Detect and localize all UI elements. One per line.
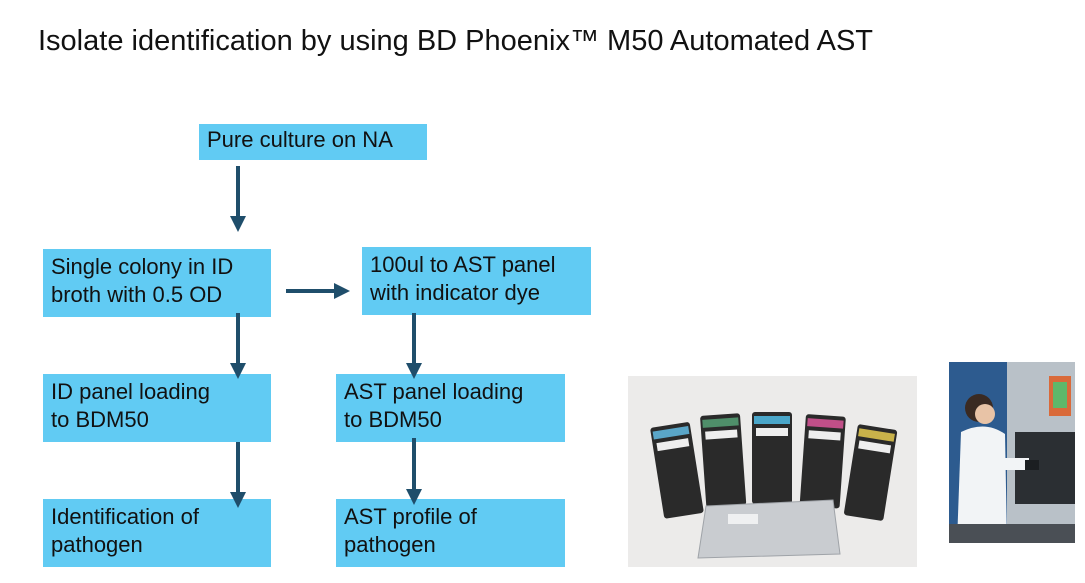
step-id-panel-loading: ID panel loading to BDM50	[43, 374, 271, 442]
step-ast-panel-dye: 100ul to AST panel with indicator dye	[362, 247, 591, 315]
step-ast-panel-loading: AST panel loading to BDM50	[336, 374, 565, 442]
step-label: AST panel loading	[344, 379, 524, 404]
step-label: with indicator dye	[370, 280, 540, 305]
step-label: AST profile of	[344, 504, 477, 529]
step-identification: Identification of pathogen	[43, 499, 271, 567]
step-ast-profile: AST profile of pathogen	[336, 499, 565, 567]
panels-image	[628, 376, 917, 567]
step-label: broth with 0.5 OD	[51, 282, 223, 307]
step-label: pathogen	[344, 532, 436, 557]
panels-photo	[628, 376, 917, 567]
slide-title: Isolate identification by using BD Phoen…	[38, 25, 874, 57]
instrument-image	[949, 362, 1075, 543]
step-label: Pure culture on NA	[207, 127, 393, 152]
step-label: to BDM50	[344, 407, 442, 432]
step-label: 100ul to AST panel	[370, 252, 556, 277]
step-label: Identification of	[51, 504, 199, 529]
step-label: Single colony in ID	[51, 254, 234, 279]
step-label: to BDM50	[51, 407, 149, 432]
instrument-photo	[949, 362, 1075, 543]
step-label: pathogen	[51, 532, 143, 557]
step-pure-culture: Pure culture on NA	[199, 124, 427, 160]
step-label: ID panel loading	[51, 379, 211, 404]
step-single-colony: Single colony in ID broth with 0.5 OD	[43, 249, 271, 317]
